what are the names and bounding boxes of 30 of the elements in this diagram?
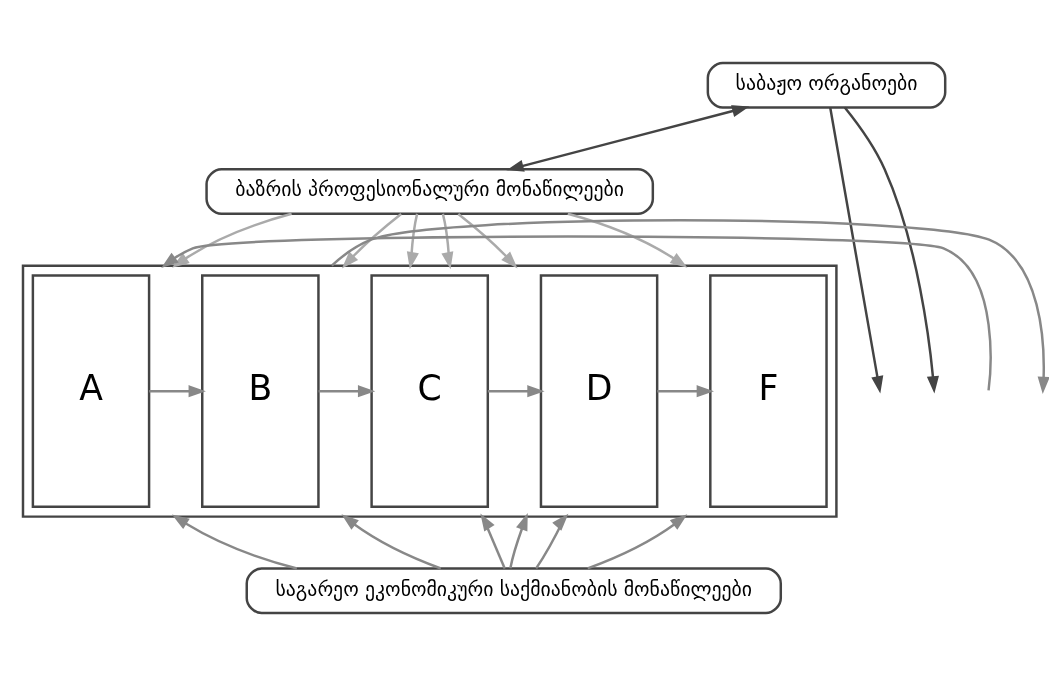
arrow xyxy=(487,384,545,397)
node-box: C xyxy=(370,273,490,508)
node-box: A xyxy=(31,273,151,508)
arrow xyxy=(149,384,206,397)
node-box: საგარეო ეკონომიკური საქმიანობის მონაწილეები xyxy=(245,566,782,614)
arrow xyxy=(171,514,298,570)
arrow xyxy=(318,384,376,397)
cluster xyxy=(21,263,838,518)
arrow xyxy=(480,512,506,569)
arrow xyxy=(535,513,569,569)
arrow xyxy=(829,107,884,393)
arrow xyxy=(406,213,419,269)
arrow xyxy=(657,384,714,397)
arrow xyxy=(587,513,688,570)
arrow xyxy=(171,212,292,268)
arrow xyxy=(457,212,518,268)
arrow xyxy=(341,212,402,268)
arrow xyxy=(509,512,528,568)
arrow xyxy=(441,213,454,269)
arrow xyxy=(843,106,939,394)
node-box: B xyxy=(201,273,320,508)
node-box: D xyxy=(539,273,659,508)
arrow xyxy=(161,234,992,391)
arrow xyxy=(506,104,750,172)
node-box: F xyxy=(709,273,828,508)
arrow xyxy=(341,513,442,570)
node-box: ბაზრის პროფესიონალური მონაწილეები xyxy=(205,167,655,215)
arrow xyxy=(567,212,688,268)
arrow xyxy=(330,218,1049,394)
node-box: საბაჟო ორგანოები xyxy=(706,61,947,109)
